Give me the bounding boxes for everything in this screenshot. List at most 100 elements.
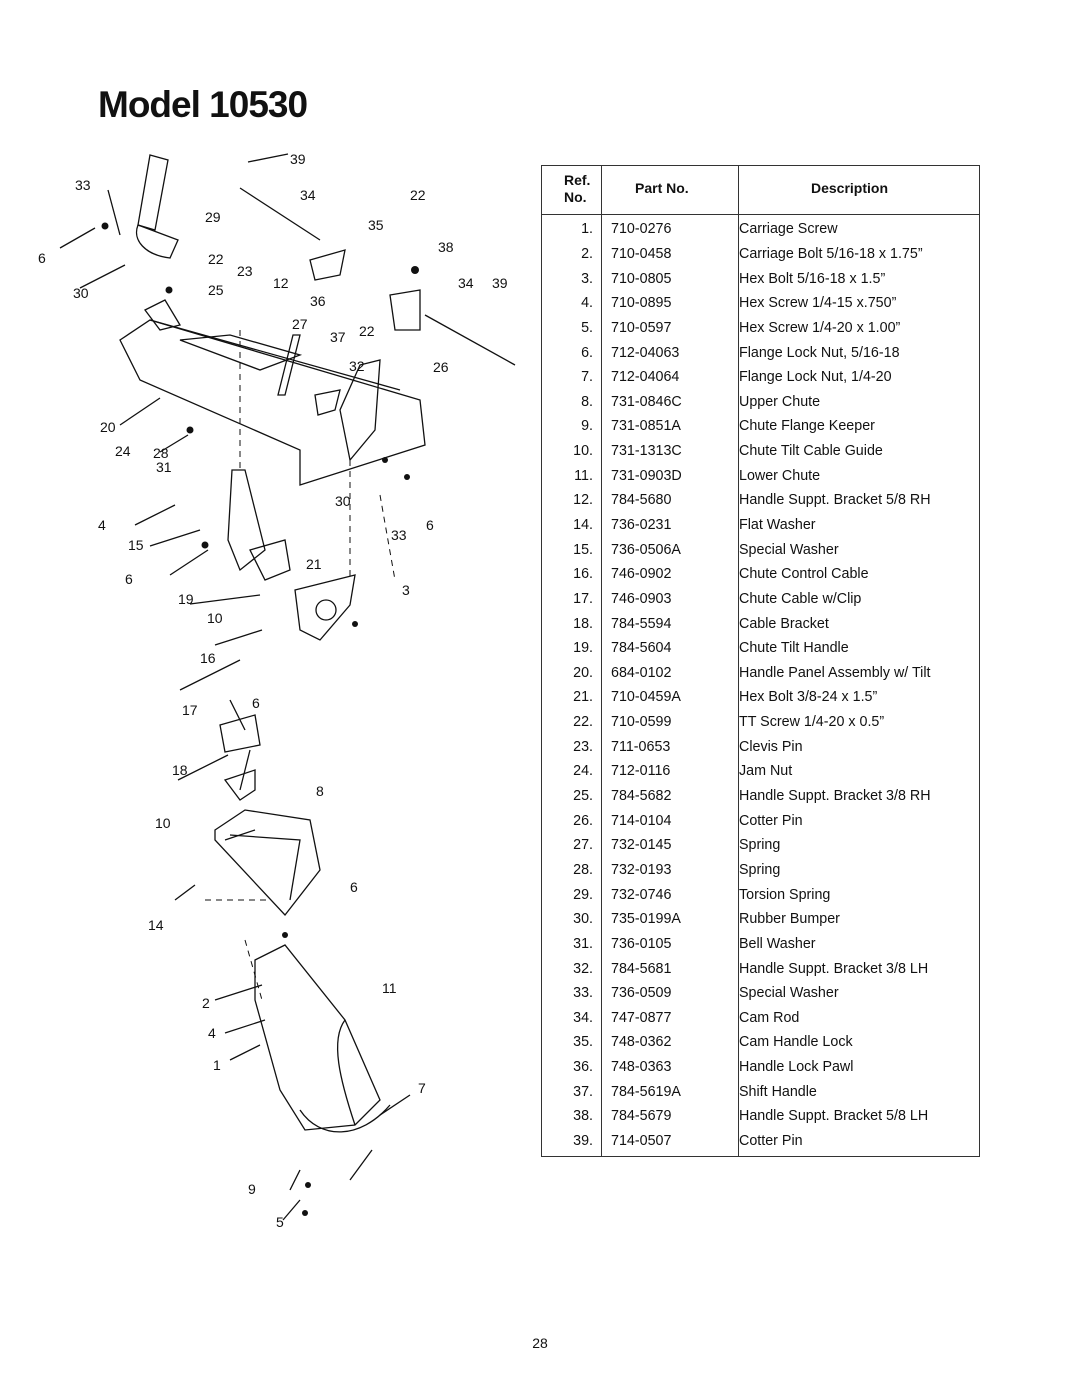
part-no-cell: 736-0509: [611, 985, 672, 1002]
ref-cell: 15.: [573, 541, 593, 558]
callout: 10: [207, 610, 223, 626]
diagram-callouts: 39 33 34 22 29 35 6 22 38 23 12 34 39 30…: [38, 151, 508, 1230]
description-cell: Handle Suppt. Bracket 5/8 RH: [739, 492, 931, 509]
callout: 35: [368, 217, 384, 233]
callout: 23: [237, 263, 253, 279]
description-cell: Hex Screw 1/4-20 x 1.00”: [739, 319, 901, 336]
description-cell: Special Washer: [739, 985, 839, 1002]
callout: 19: [178, 591, 194, 607]
description-cell: Cable Bracket: [739, 615, 829, 632]
callout: 34: [300, 187, 316, 203]
ref-cell: 10.: [573, 443, 593, 460]
part-no-cell: 784-5680: [611, 492, 672, 509]
ref-cell: 4.: [581, 295, 593, 312]
description-cell: Handle Suppt. Bracket 5/8 LH: [739, 1108, 929, 1125]
callout: 11: [382, 980, 397, 996]
ref-cell: 38.: [573, 1108, 593, 1125]
part-no-cell: 714-0104: [611, 812, 672, 829]
description-cell: Chute Cable w/Clip: [739, 590, 862, 607]
description-cell: Cam Rod: [739, 1009, 800, 1026]
description-cell: Flange Lock Nut, 1/4-20: [739, 369, 892, 386]
part-no-cell: 732-0746: [611, 886, 672, 903]
ref-cell: 6.: [581, 344, 593, 361]
part-no-cell: 747-0877: [611, 1009, 672, 1026]
description-cell: Jam Nut: [739, 763, 793, 780]
callout: 24: [115, 443, 131, 459]
ref-cell: 23.: [573, 738, 593, 755]
description-cell: Cotter Pin: [739, 1133, 803, 1150]
callout: 18: [172, 762, 188, 778]
description-cell: Cotter Pin: [739, 812, 803, 829]
part-no-cell: 684-0102: [611, 664, 672, 681]
ref-cell: 32.: [573, 960, 593, 977]
callout: 22: [359, 323, 375, 339]
callout: 8: [316, 783, 324, 799]
callout: 26: [433, 359, 449, 375]
ref-cell: 39.: [573, 1133, 593, 1150]
ref-cell: 19.: [573, 640, 593, 657]
description-cell: Upper Chute: [739, 393, 821, 410]
part-no-cell: 710-0599: [611, 714, 672, 731]
callout: 6: [125, 571, 133, 587]
part-no-cell: 710-0597: [611, 319, 672, 336]
callout: 38: [438, 239, 454, 255]
parts-list-table: Ref. No. Part No. Description 1.710-0276…: [541, 165, 980, 1157]
description-cell: Lower Chute: [739, 467, 821, 484]
description-cell: Handle Suppt. Bracket 3/8 LH: [739, 960, 929, 977]
description-cell: Chute Control Cable: [739, 566, 869, 583]
ref-cell: 7.: [581, 369, 593, 386]
part-no-cell: 746-0902: [611, 566, 672, 583]
description-cell: Chute Tilt Handle: [739, 640, 849, 657]
callout: 30: [335, 493, 351, 509]
ref-cell: 37.: [573, 1083, 593, 1100]
description-cell: Hex Bolt 5/16-18 x 1.5”: [739, 270, 886, 287]
part-no-cell: 746-0903: [611, 590, 672, 607]
ref-cell: 36.: [573, 1059, 593, 1076]
ref-cell: 25.: [573, 788, 593, 805]
part-no-cell: 731-0903D: [611, 467, 682, 484]
header-part-no: Part No.: [635, 180, 689, 196]
callout: 33: [75, 177, 91, 193]
ref-cell: 29.: [573, 886, 593, 903]
description-cell: Hex Screw 1/4-15 x.750”: [739, 295, 897, 312]
exploded-parts-diagram: 39 33 34 22 29 35 6 22 38 23 12 34 39 30…: [0, 140, 535, 1250]
page-title: Model 10530: [98, 84, 308, 125]
part-no-cell: 736-0506A: [611, 541, 681, 558]
part-no-cell: 710-0805: [611, 270, 672, 287]
page-number: 28: [532, 1335, 548, 1351]
callout: 12: [273, 275, 289, 291]
part-no-cell: 712-04063: [611, 344, 680, 361]
ref-cell: 2.: [581, 245, 593, 262]
part-no-cell: 732-0193: [611, 861, 672, 878]
ref-cell: 20.: [573, 664, 593, 681]
table-row: 15. 736-0506A Special Washer: [542, 537, 979, 562]
description-cell: Spring: [739, 837, 781, 854]
ref-cell: 22.: [573, 714, 593, 731]
description-cell: Chute Flange Keeper: [739, 418, 875, 435]
ref-cell: 17.: [573, 590, 593, 607]
ref-cell: 30.: [573, 911, 593, 928]
ref-cell: 35.: [573, 1034, 593, 1051]
description-cell: Special Washer: [739, 541, 839, 558]
ref-cell: 21.: [573, 689, 593, 706]
callout: 1: [213, 1057, 221, 1073]
